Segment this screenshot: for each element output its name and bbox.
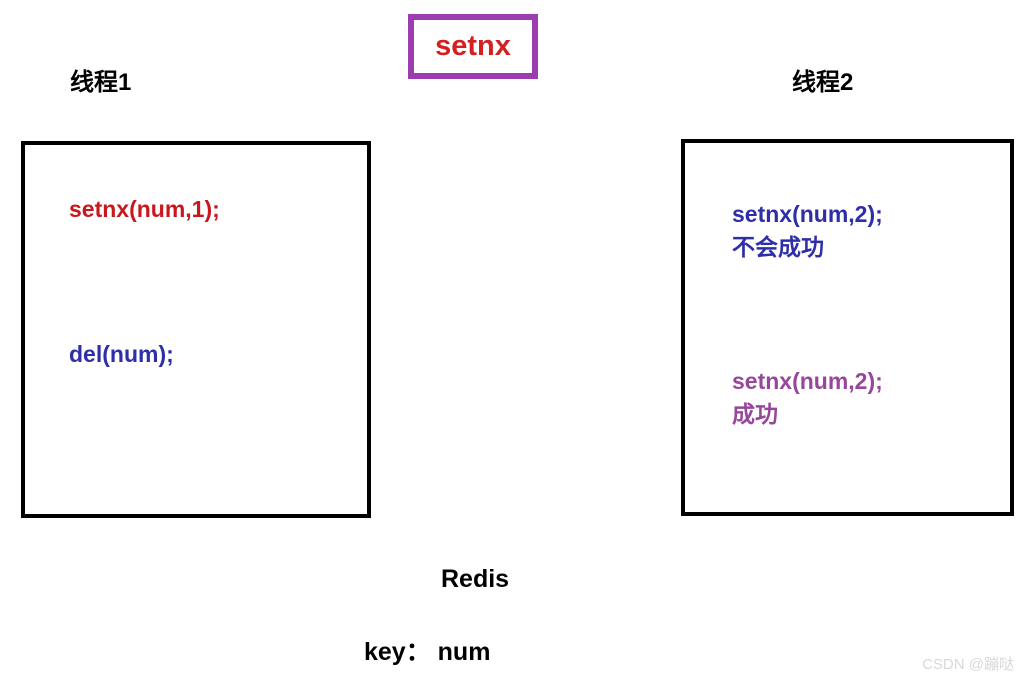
setnx-command-box: setnx	[408, 14, 538, 79]
csdn-watermark: CSDN @蹦哒	[922, 656, 1014, 673]
statement-line: setnx(num,2);	[732, 201, 883, 227]
thread-2-box: setnx(num,2); 不会成功 setnx(num,2); 成功	[681, 139, 1014, 516]
thread-2-statement-2: setnx(num,2); 成功	[732, 365, 883, 432]
setnx-command-label: setnx	[435, 30, 511, 62]
thread-1-statement-1: setnx(num,1);	[69, 193, 220, 226]
statement-result-line: 成功	[732, 401, 778, 428]
thread-2-statement-1: setnx(num,2); 不会成功	[732, 198, 883, 265]
redis-store-label: Redis	[441, 565, 510, 593]
thread-1-box: setnx(num,1); del(num);	[21, 141, 371, 518]
statement-result-line: 不会成功	[732, 234, 824, 261]
redis-key-label: key： num	[364, 638, 491, 666]
thread-1-title: 线程1	[70, 69, 132, 96]
thread-2-title: 线程2	[792, 69, 854, 96]
statement-line: setnx(num,2);	[732, 368, 883, 394]
statement-line: setnx(num,1);	[69, 196, 220, 222]
thread-1-statement-2: del(num);	[69, 338, 174, 371]
statement-line: del(num);	[69, 341, 174, 367]
